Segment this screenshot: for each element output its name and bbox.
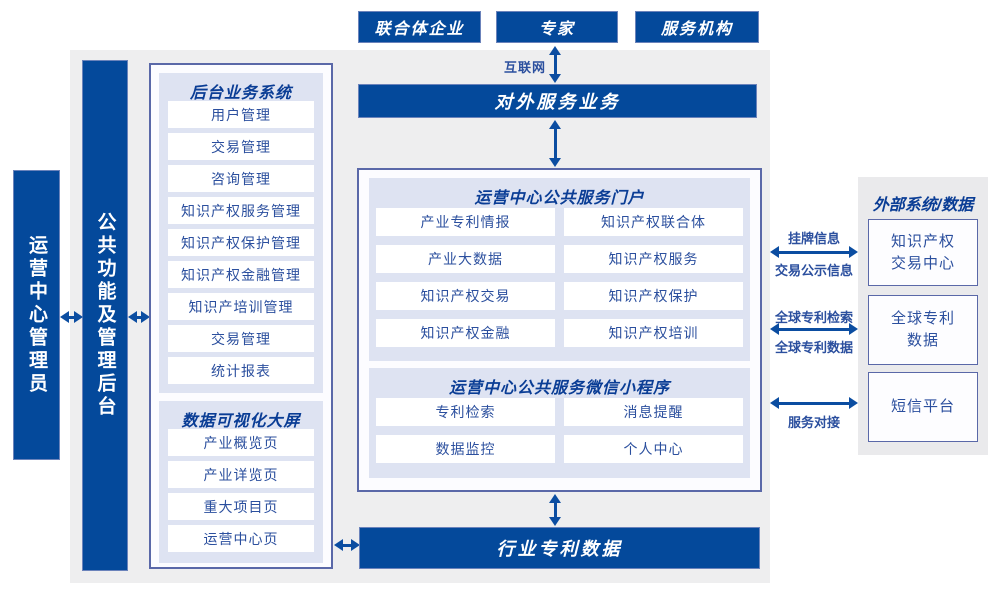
portal-panel: 运营中心公共服务门户 产业专利情报 知识产权联合体 产业大数据 知识产权服务 知… bbox=[369, 178, 750, 361]
backoffice-item: 知识产权保护管理 bbox=[168, 229, 314, 256]
portal-item: 知识产权联合体 bbox=[564, 208, 743, 236]
actor-label: 服务机构 bbox=[660, 21, 733, 38]
external-box-line: 全球专利 bbox=[890, 310, 955, 328]
external-systems-title: 外部系统/数据 bbox=[872, 197, 974, 214]
external-box-line: 知识产权 bbox=[890, 232, 955, 250]
bar-to-portal-arrow bbox=[549, 120, 561, 167]
portal-to-industry-arrow bbox=[549, 494, 561, 526]
portal-sms-arrow bbox=[770, 397, 858, 409]
external-box-line: 交易中心 bbox=[890, 254, 955, 272]
backoffice-item: 用户管理 bbox=[168, 101, 314, 128]
external-systems-panel: 外部系统/数据 知识产权 交易中心 全球专利 数据 短信平台 bbox=[858, 177, 988, 455]
industry-patent-data-label: 行业专利数据 bbox=[496, 539, 623, 559]
portal-item: 产业专利情报 bbox=[376, 208, 555, 236]
internet-label: 互联网 bbox=[503, 60, 546, 75]
miniapp-panel: 运营中心公共服务微信小程序 专利检索 消息提醒 数据监控 个人中心 bbox=[369, 368, 750, 478]
portal-global-patent-arrow bbox=[770, 323, 858, 335]
miniapp-item: 消息提醒 bbox=[564, 398, 743, 426]
portal-ip-trade-arrow bbox=[770, 246, 858, 258]
backoffice-item: 知识产培训管理 bbox=[168, 293, 314, 320]
actor-label: 专家 bbox=[538, 21, 575, 38]
external-service-bar-label: 对外服务业务 bbox=[494, 92, 621, 112]
backend-backoffice-arrow bbox=[128, 311, 150, 323]
dashboard-item: 运营中心页 bbox=[168, 525, 314, 552]
link-label-service-docking: 服务对接 bbox=[787, 415, 840, 430]
external-box-line: 短信平台 bbox=[890, 398, 955, 416]
portal-item: 知识产权金融 bbox=[376, 319, 555, 347]
backoffice-item: 知识产权服务管理 bbox=[168, 197, 314, 224]
external-service-bar: 对外服务业务 bbox=[358, 84, 757, 118]
dashboard-to-industry-arrow bbox=[334, 539, 360, 551]
portal-panel-title: 运营中心公共服务门户 bbox=[474, 190, 645, 207]
dashboard-item: 重大项目页 bbox=[168, 493, 314, 520]
portal-item: 知识产权培训 bbox=[564, 319, 743, 347]
ops-center-admin-label: 运营中心管理员 bbox=[26, 234, 47, 396]
link-label-global-patent-data: 全球专利数据 bbox=[774, 340, 853, 355]
external-box-global-patent-data: 全球专利 数据 bbox=[868, 295, 978, 365]
dashboard-panel-title: 数据可视化大屏 bbox=[181, 413, 301, 430]
link-label-trade-publicity: 交易公示信息 bbox=[774, 263, 853, 278]
public-functions-backend-bar: 公共功能及管理后台 bbox=[82, 60, 128, 571]
portal-container: 运营中心公共服务门户 产业专利情报 知识产权联合体 产业大数据 知识产权服务 知… bbox=[357, 168, 762, 492]
public-functions-backend-label: 公共功能及管理后台 bbox=[94, 212, 116, 419]
dashboard-item: 产业详览页 bbox=[168, 461, 314, 488]
backoffice-item: 知识产权金融管理 bbox=[168, 261, 314, 288]
miniapp-item-grid: 专利检索 消息提醒 数据监控 个人中心 bbox=[369, 394, 750, 471]
link-label-listing-info: 挂牌信息 bbox=[787, 231, 840, 246]
external-box-sms-platform: 短信平台 bbox=[868, 372, 978, 442]
miniapp-panel-title: 运营中心公共服务微信小程序 bbox=[448, 380, 670, 397]
backoffice-item: 交易管理 bbox=[168, 133, 314, 160]
ops-center-admin-bar: 运营中心管理员 bbox=[13, 170, 60, 460]
dashboard-item-list: 产业概览页 产业详览页 重大项目页 运营中心页 bbox=[159, 427, 323, 560]
backoffice-item: 咨询管理 bbox=[168, 165, 314, 192]
backoffice-panel-title: 后台业务系统 bbox=[189, 85, 292, 102]
dashboard-panel: 数据可视化大屏 产业概览页 产业详览页 重大项目页 运营中心页 bbox=[159, 401, 323, 563]
link-label-global-patent-search: 全球专利检索 bbox=[774, 310, 853, 325]
backoffice-item: 统计报表 bbox=[168, 357, 314, 384]
portal-item: 产业大数据 bbox=[376, 245, 555, 273]
portal-item: 知识产权服务 bbox=[564, 245, 743, 273]
admin-backend-arrow bbox=[60, 311, 83, 323]
internet-double-arrow bbox=[549, 46, 561, 83]
dashboard-item: 产业概览页 bbox=[168, 429, 314, 456]
backoffice-item: 交易管理 bbox=[168, 325, 314, 352]
backoffice-item-list: 用户管理 交易管理 咨询管理 知识产权服务管理 知识产权保护管理 知识产权金融管… bbox=[159, 99, 323, 392]
left-column-container: 后台业务系统 用户管理 交易管理 咨询管理 知识产权服务管理 知识产权保护管理 … bbox=[149, 63, 333, 569]
actor-label: 联合体企业 bbox=[374, 21, 465, 38]
portal-item-grid: 产业专利情报 知识产权联合体 产业大数据 知识产权服务 知识产权交易 知识产权保… bbox=[369, 204, 750, 355]
actor-box-experts: 专家 bbox=[496, 11, 618, 43]
miniapp-item: 专利检索 bbox=[376, 398, 555, 426]
portal-item: 知识产权交易 bbox=[376, 282, 555, 310]
miniapp-item: 数据监控 bbox=[376, 435, 555, 463]
actor-box-service-orgs: 服务机构 bbox=[635, 11, 759, 43]
portal-item: 知识产权保护 bbox=[564, 282, 743, 310]
external-box-ip-trade-center: 知识产权 交易中心 bbox=[868, 219, 978, 286]
external-box-line: 数据 bbox=[906, 332, 939, 349]
backoffice-panel: 后台业务系统 用户管理 交易管理 咨询管理 知识产权服务管理 知识产权保护管理 … bbox=[159, 73, 323, 393]
miniapp-item: 个人中心 bbox=[564, 435, 743, 463]
industry-patent-data-bar: 行业专利数据 bbox=[359, 527, 760, 569]
actor-box-consortium: 联合体企业 bbox=[358, 11, 481, 43]
